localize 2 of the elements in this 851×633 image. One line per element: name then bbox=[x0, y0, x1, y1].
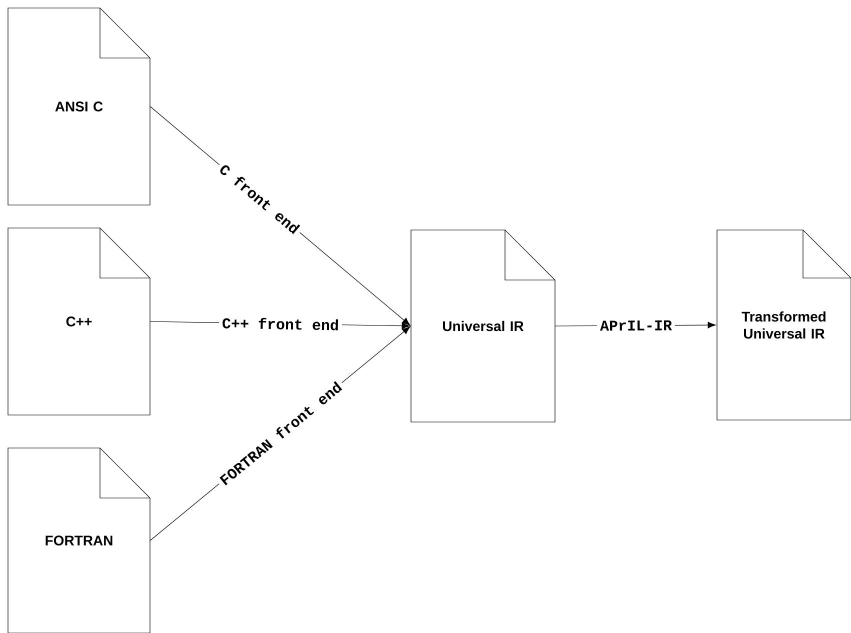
edge-label: C++ front end bbox=[218, 314, 342, 334]
edge-label: APrIL-IR bbox=[596, 317, 676, 334]
